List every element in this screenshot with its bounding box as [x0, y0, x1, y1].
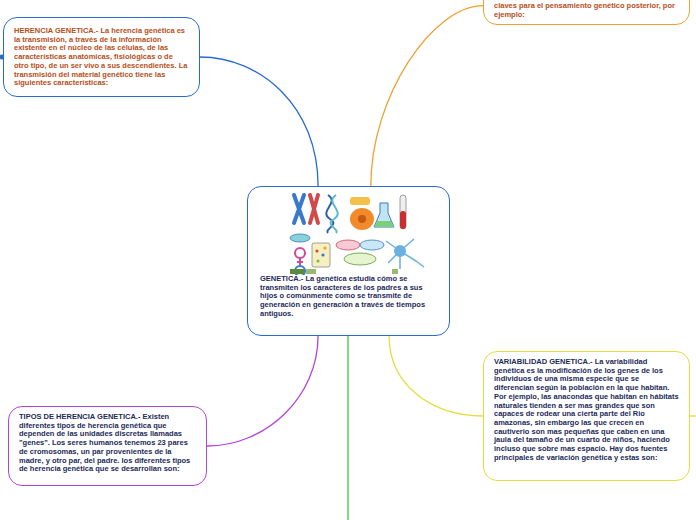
topic-text: TIPOS DE HERENCIA GENETICA.- Existen dif… — [19, 413, 196, 474]
topic-box: claves para el pensamiento genético post… — [483, 0, 690, 25]
branch-connector — [371, 6, 483, 186]
branch-connector — [389, 336, 483, 416]
branch-stub — [689, 415, 696, 416]
topic-text: claves para el pensamiento genético post… — [494, 2, 679, 19]
topic-box: GENETICA.- La genética estudia cómo se t… — [247, 186, 450, 336]
topic-text: VARIABILIDAD GENETICA.- La variabilidad … — [494, 358, 679, 462]
genetics-illustration — [260, 191, 437, 275]
topic-text: HERENCIA GENETICA.- La herencia genética… — [14, 27, 189, 88]
topic-box: TIPOS DE HERENCIA GENETICA.- Existen dif… — [8, 406, 207, 486]
branch-connector — [207, 336, 318, 446]
branch-connector — [200, 57, 318, 186]
topic-box: HERENCIA GENETICA.- La herencia genética… — [3, 17, 200, 97]
topic-box: VARIABILIDAD GENETICA.- La variabilidad … — [483, 351, 690, 481]
topic-text: GENETICA.- La genética estudia cómo se t… — [260, 275, 437, 319]
branch-line — [347, 336, 348, 520]
